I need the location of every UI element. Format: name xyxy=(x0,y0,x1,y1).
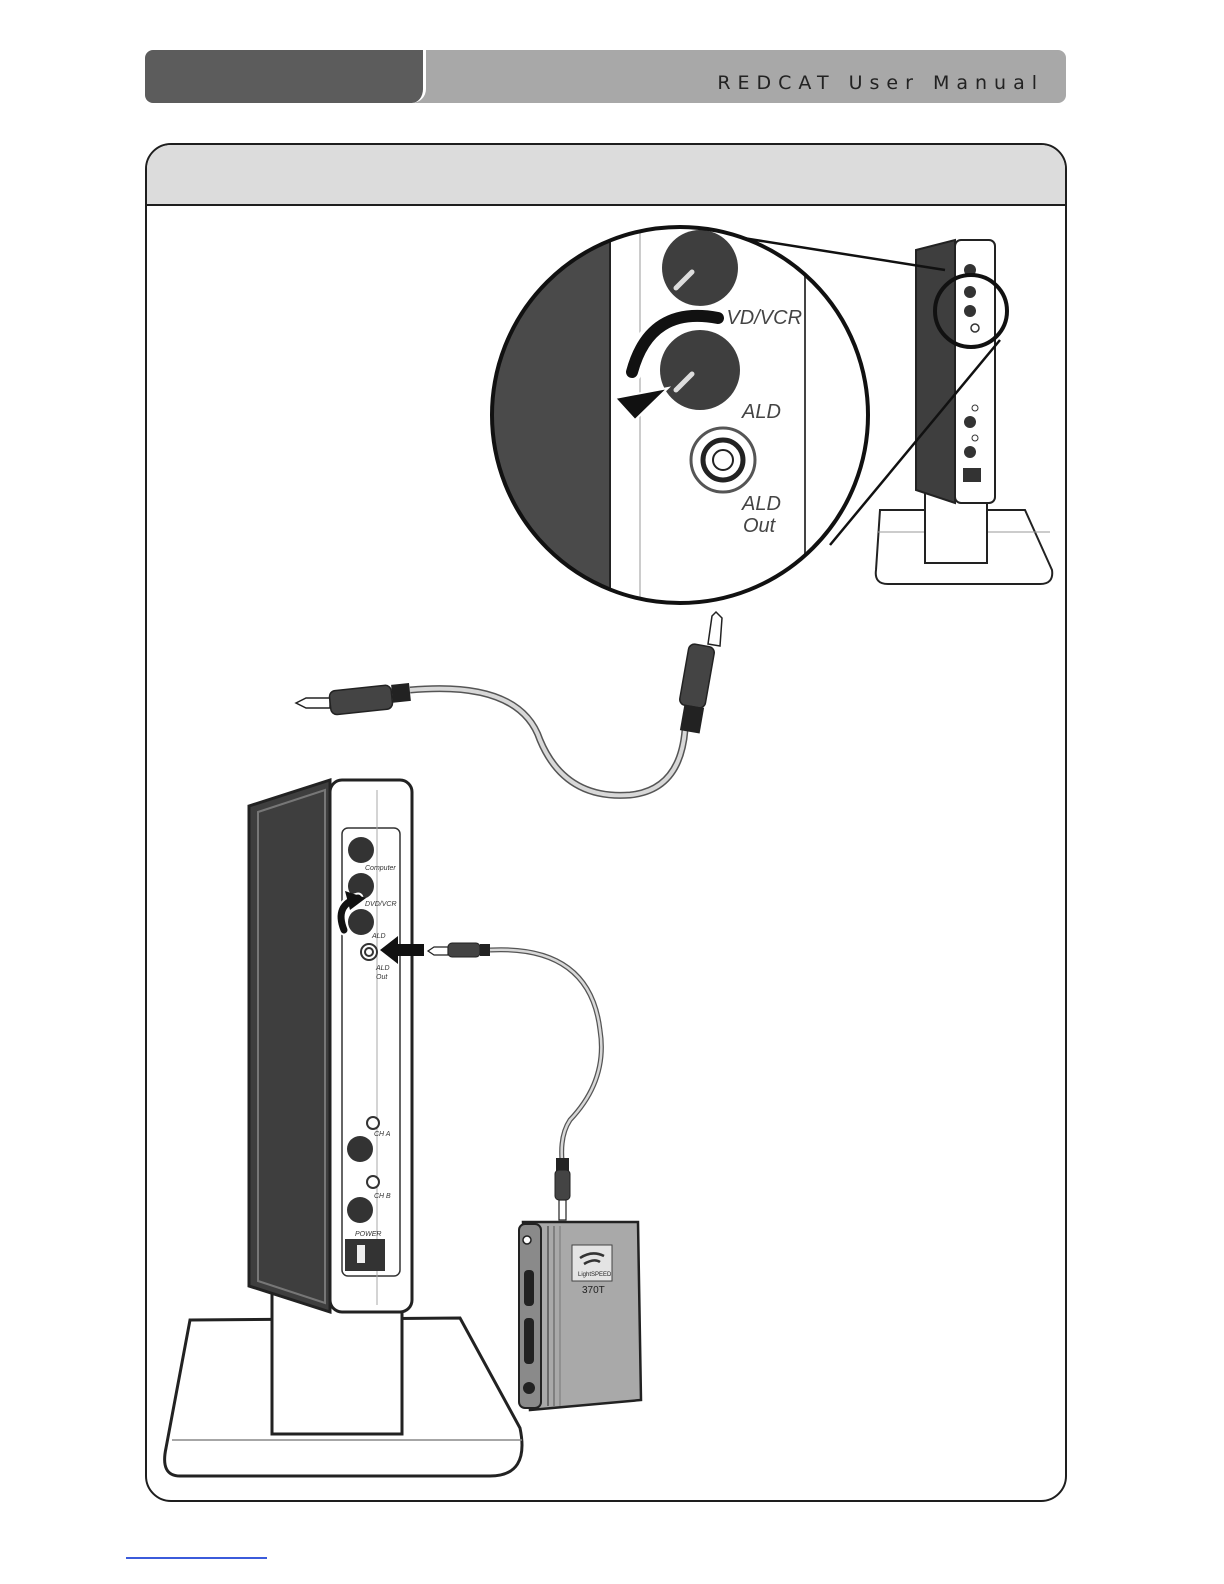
transmitter-model: 370T xyxy=(582,1285,605,1296)
small-receiver xyxy=(876,240,1053,584)
receiver-label-ald-out-2: Out xyxy=(376,974,388,981)
receiver-label-ald-out-1: ALD xyxy=(375,965,390,972)
receiver-label-chb: CH B xyxy=(374,1193,391,1200)
receiver-label-ald: ALD xyxy=(371,933,386,940)
transmitter-370t: LightSPEED 370T xyxy=(519,1222,641,1410)
zoom-label-ald-out-1: ALD xyxy=(741,493,781,515)
connected-cable xyxy=(428,943,601,1220)
zoom-label-ald: ALD xyxy=(741,401,781,423)
receiver-unit: Computer DVD/VCR ALD ALD Out CH A CH B P… xyxy=(165,780,522,1476)
audio-cable xyxy=(296,612,722,795)
zoom-callout: DVD/VCR ALD ALD Out xyxy=(480,220,868,620)
zoom-label-ald-out-2: Out xyxy=(743,515,777,537)
receiver-label-computer: Computer xyxy=(365,865,396,872)
receiver-label-power: POWER xyxy=(355,1231,381,1238)
footer-link-underline[interactable] xyxy=(126,1557,267,1559)
receiver-label-cha: CH A xyxy=(374,1131,391,1138)
receiver-label-dvdvcr: DVD/VCR xyxy=(365,901,397,908)
transmitter-brand: LightSPEED xyxy=(578,1272,612,1278)
